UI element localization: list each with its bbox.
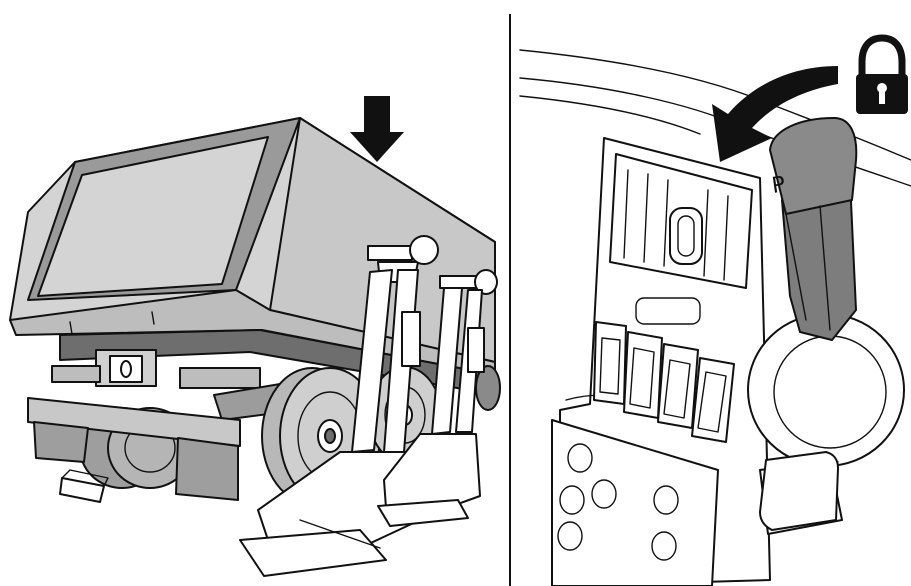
lever-position-label: P [770,172,787,199]
left-panel [9,96,501,577]
curved-arrow-icon [712,66,838,162]
button-block [551,419,719,586]
right-panel: P [519,34,911,586]
support-stand-front [239,235,439,577]
switch-row [593,321,735,443]
truck-body [9,117,496,376]
rear-bumper [27,397,241,503]
gear-lever: P [769,117,858,341]
side-knob [759,451,839,531]
lock-icon [856,34,908,114]
air-vent [609,153,753,289]
down-arrow-icon [350,96,404,162]
chassis [51,329,481,421]
support-stand-rear [377,269,498,527]
